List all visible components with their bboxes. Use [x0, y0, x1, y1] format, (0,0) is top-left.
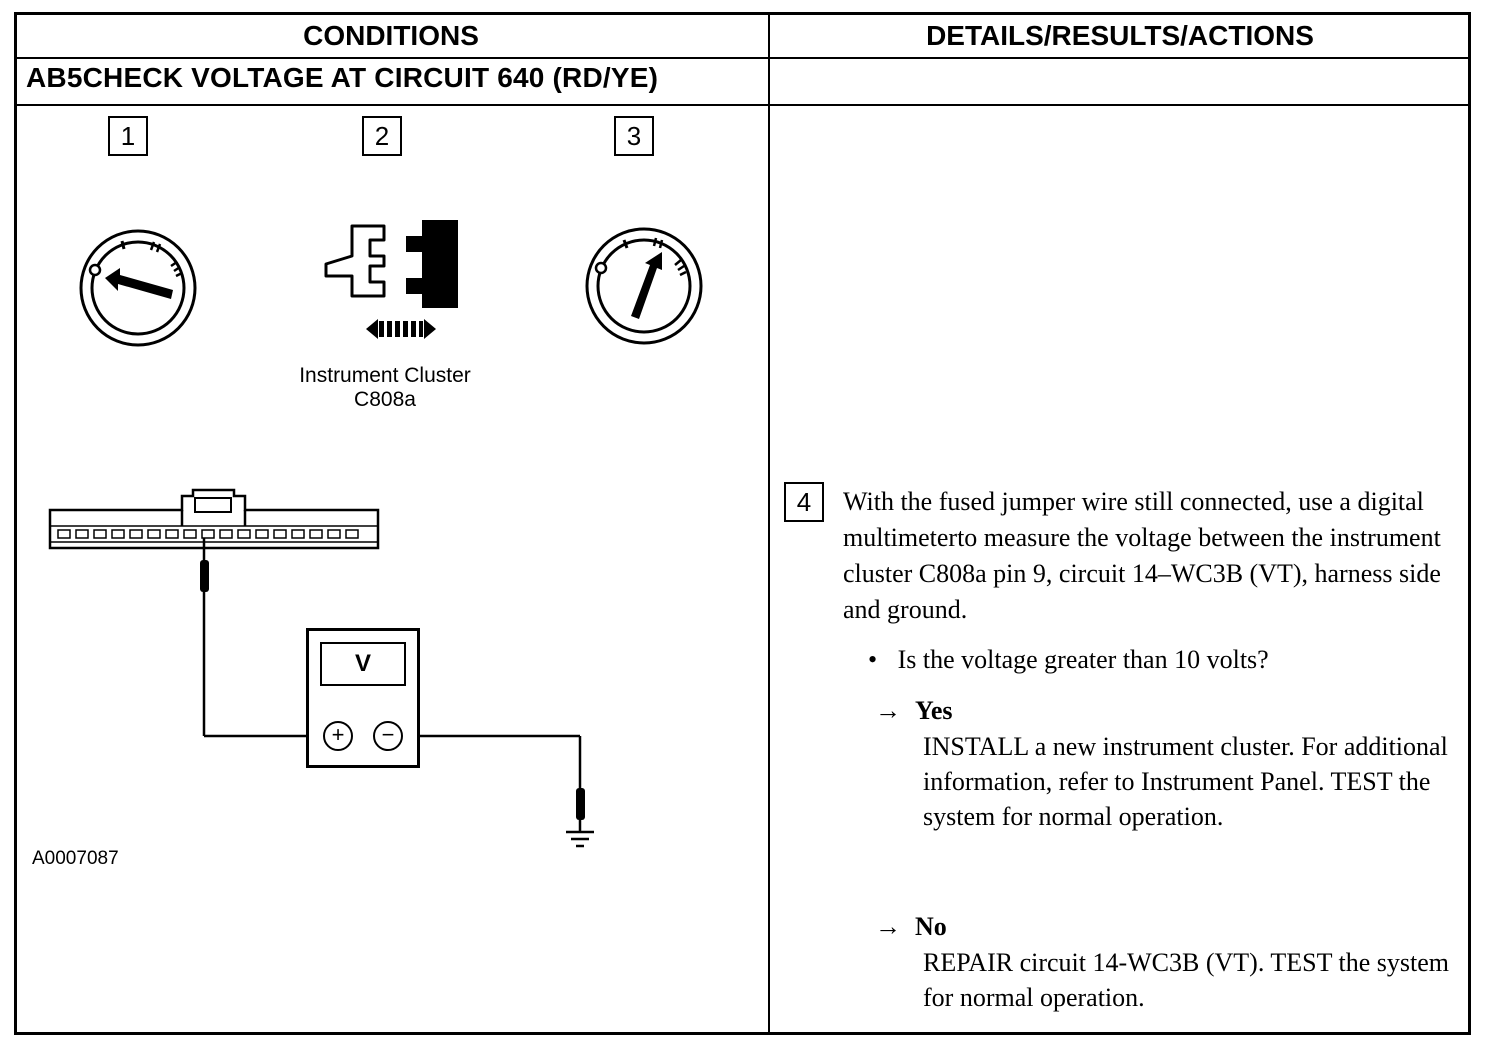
minus-terminal: −: [373, 721, 403, 751]
figure-id: A0007087: [32, 848, 119, 869]
question-text: Is the voltage greater than 10 volts?: [897, 645, 1269, 674]
yes-arrow: →: [875, 696, 901, 725]
connector-pins: [57, 529, 359, 539]
plus-symbol: +: [331, 722, 345, 747]
no-label: No: [915, 912, 947, 941]
plus-terminal: +: [323, 721, 353, 751]
connector-face-diagram: [48, 488, 594, 848]
meter-label: V: [354, 650, 371, 677]
step-number-3: 3: [614, 116, 654, 156]
connector-caption-line1: Instrument Cluster: [299, 364, 471, 387]
ground-icon: [566, 830, 594, 848]
no-branch: → No: [875, 909, 947, 945]
details-header: DETAILS/RESULTS/ACTIONS: [926, 20, 1314, 51]
connector-caption-line2: C808a: [354, 388, 416, 411]
yes-action: INSTALL a new instrument cluster. For ad…: [923, 732, 1448, 831]
bullet-symbol: •: [868, 645, 878, 674]
title-divider-right: [768, 104, 1471, 106]
ignition-off-icon: [79, 229, 197, 347]
yes-label: Yes: [915, 696, 953, 725]
no-action: REPAIR circuit 14-WC3B (VT). TEST the sy…: [923, 948, 1449, 1012]
connector-disconnect-icon: [324, 220, 458, 339]
column-divider: [768, 12, 770, 1035]
conditions-header: CONDITIONS: [303, 20, 479, 51]
meter-display: V: [320, 642, 406, 686]
step-number-4: 4: [784, 482, 824, 522]
procedure-table: [14, 12, 1471, 1035]
minus-symbol: −: [381, 722, 395, 747]
step-number-1: 1: [108, 116, 148, 156]
no-arrow: →: [875, 912, 901, 941]
ignition-run-icon: [585, 227, 703, 345]
multimeter-icon: V + −: [306, 628, 420, 768]
question-bullet: • Is the voltage greater than 10 volts?: [868, 642, 1269, 678]
instruction-text: With the fused jumper wire still connect…: [843, 487, 1441, 624]
title-divider: [14, 104, 770, 106]
header-divider: [14, 57, 1471, 59]
step-title: AB5CHECK VOLTAGE AT CIRCUIT 640 (RD/YE): [26, 62, 659, 93]
connector-caption: Instrument Cluster C808a: [250, 364, 520, 412]
step-number-2: 2: [362, 116, 402, 156]
yes-branch: → Yes: [875, 693, 953, 729]
